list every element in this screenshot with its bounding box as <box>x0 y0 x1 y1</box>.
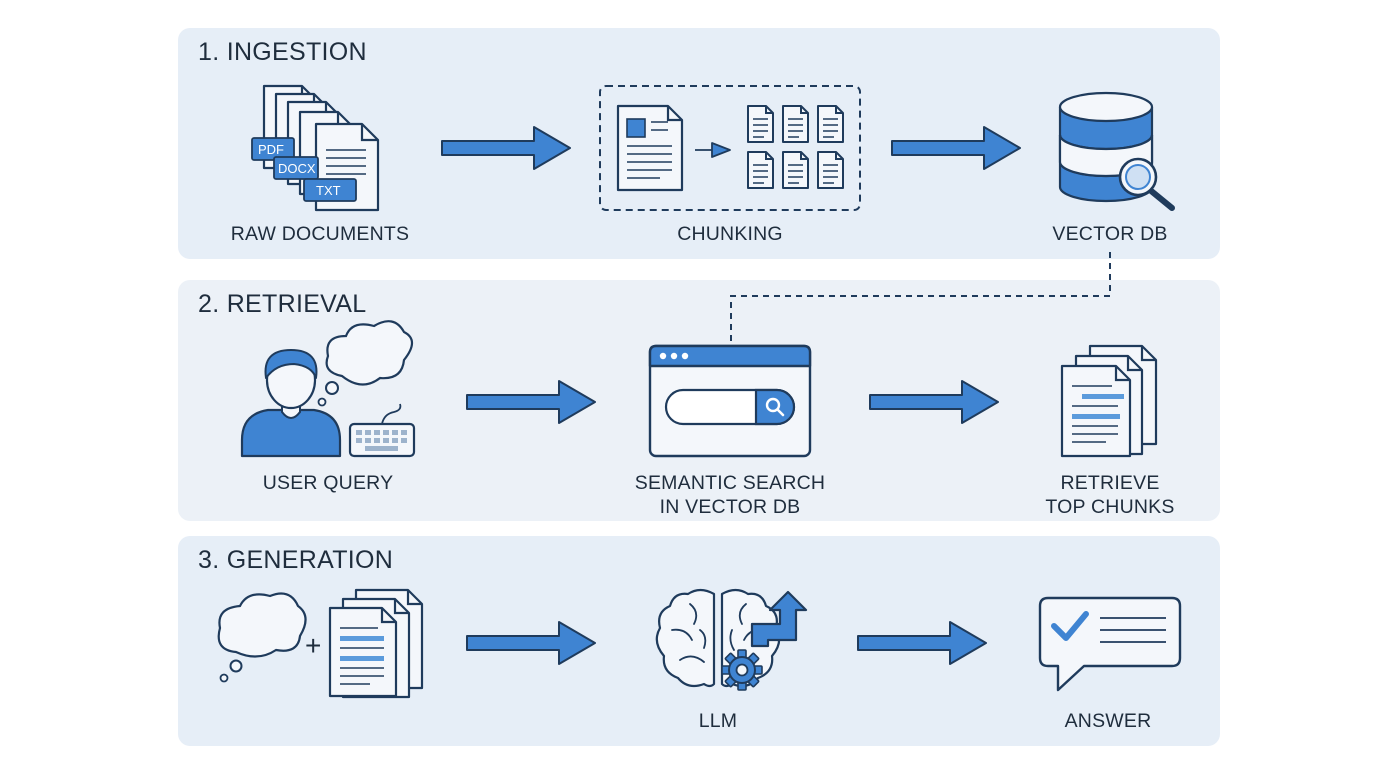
thought-cloud-icon <box>317 320 414 407</box>
user-query-label: USER QUERY <box>262 472 394 494</box>
vector-db-label: VECTOR DB <box>1052 223 1168 245</box>
semantic-search-label: SEMANTIC SEARCH IN VECTOR DB <box>580 471 880 519</box>
gear-icon <box>721 649 763 691</box>
arrow-up-right-icon <box>750 590 808 648</box>
keyboard-icon <box>348 403 416 458</box>
semantic-search-label-line2: IN VECTOR DB <box>659 496 801 518</box>
chunking-label: CHUNKING <box>677 223 783 245</box>
retrieval-panel: 2. RETRIEVAL <box>178 280 1220 521</box>
retrieve-label-line2: TOP CHUNKS <box>1045 496 1175 518</box>
llm-label: LLM <box>698 710 738 732</box>
user-icon <box>240 349 342 458</box>
arrow-llm-to-answer <box>857 621 987 665</box>
dashed-connector <box>730 252 1111 346</box>
arrow-query-to-search <box>466 380 596 424</box>
ingestion-title: 1. INGESTION <box>198 38 367 66</box>
arrow-raw-to-chunking <box>441 126 571 170</box>
retrieve-top-chunks-label: RETRIEVE TOP CHUNKS <box>990 471 1230 519</box>
raw-documents-label: RAW DOCUMENTS <box>230 223 410 245</box>
search-window-icon <box>648 344 812 458</box>
chunking-icon <box>599 85 861 211</box>
query-cloud-icon <box>217 592 307 683</box>
documents-stack-icon: PDF DOCX TXT <box>251 84 380 212</box>
arrow-context-to-llm <box>466 621 596 665</box>
retrieve-label-line1: RETRIEVE <box>1060 472 1160 494</box>
retrieval-title: 2. RETRIEVAL <box>198 290 367 318</box>
chat-check-icon <box>1038 596 1182 692</box>
semantic-search-label-line1: SEMANTIC SEARCH <box>634 472 826 494</box>
tag-docx: DOCX <box>278 161 316 176</box>
tag-txt: TXT <box>316 183 341 198</box>
generation-title: 3. GENERATION <box>198 546 394 574</box>
answer-label: ANSWER <box>1064 710 1152 732</box>
arrow-chunking-to-vectordb <box>891 126 1021 170</box>
tag-pdf: PDF <box>258 142 284 157</box>
database-search-icon <box>1058 91 1175 211</box>
plus-sign: + <box>305 630 321 661</box>
context-documents-icon <box>328 588 424 699</box>
documents-highlight-icon <box>1060 344 1158 458</box>
arrow-search-to-retrieve <box>869 380 999 424</box>
